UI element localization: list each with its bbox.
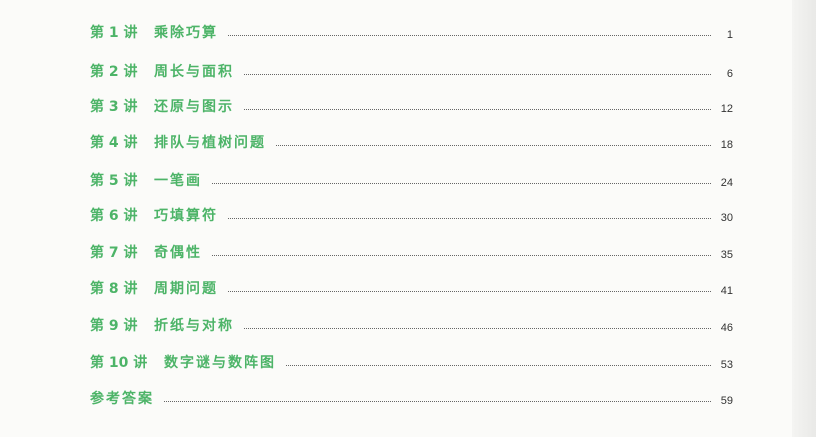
chapter-page: 12 [720,103,733,115]
chapter-title: 周期问题 [154,281,218,297]
chapter-number: 第 1 讲 [90,25,138,41]
chapter-title: 数字谜与数阵图 [164,355,276,371]
leader-dots [164,400,711,402]
page-edge-shadow [792,0,816,437]
chapter-page: 1 [726,29,733,41]
leader-dots [228,217,711,219]
chapter-page: 41 [720,285,733,297]
chapter-page: 53 [720,359,733,371]
chapter-number: 第 10 讲 [90,355,148,371]
leader-dots [228,34,711,36]
chapter-number: 第 3 讲 [90,99,138,115]
chapter-title: 奇偶性 [154,245,202,261]
toc-entry[interactable]: 第 7 讲 奇偶性 35 [90,242,733,262]
chapter-page: 35 [720,249,733,261]
answers-page: 59 [720,395,733,407]
chapter-title: 折纸与对称 [154,318,234,334]
chapter-number: 第 8 讲 [90,281,138,297]
chapter-number: 第 9 讲 [90,318,138,334]
leader-dots [212,182,711,184]
chapter-title: 排队与植树问题 [154,135,266,151]
chapter-page: 46 [720,322,733,334]
leader-dots [244,327,711,329]
toc-entry[interactable]: 第 2 讲 周长与面积 6 [90,61,733,81]
chapter-page: 30 [720,212,733,224]
chapter-title: 乘除巧算 [154,25,218,41]
answers-title: 参考答案 [90,391,154,407]
chapter-title: 还原与图示 [154,99,234,115]
chapter-page: 18 [720,139,733,151]
chapter-title: 周长与面积 [154,64,234,80]
toc-entry[interactable]: 第 9 讲 折纸与对称 46 [90,315,733,335]
chapter-number: 第 6 讲 [90,208,138,224]
toc-entry[interactable]: 第 10 讲 数字谜与数阵图 53 [90,352,733,372]
chapter-number: 第 2 讲 [90,64,138,80]
leader-dots [228,290,711,292]
chapter-number: 第 4 讲 [90,135,138,151]
chapter-title: 巧填算符 [154,208,218,224]
leader-dots [244,108,711,110]
chapter-page: 24 [720,177,733,189]
leader-dots [212,254,711,256]
chapter-page: 6 [726,68,733,80]
toc-entry[interactable]: 第 5 讲 一笔画 24 [90,170,733,190]
leader-dots [244,73,711,75]
toc-entry-answers[interactable]: 参考答案 59 [90,388,733,408]
chapter-number: 第 5 讲 [90,173,138,189]
toc-entry[interactable]: 第 4 讲 排队与植树问题 18 [90,132,733,152]
toc-entry[interactable]: 第 8 讲 周期问题 41 [90,278,733,298]
chapter-title: 一笔画 [154,173,202,189]
toc-entry[interactable]: 第 6 讲 巧填算符 30 [90,205,733,225]
chapter-number: 第 7 讲 [90,245,138,261]
toc-entry[interactable]: 第 3 讲 还原与图示 12 [90,96,733,116]
leader-dots [276,144,711,146]
leader-dots [286,364,711,366]
toc-entry[interactable]: 第 1 讲 乘除巧算 1 [90,22,733,42]
